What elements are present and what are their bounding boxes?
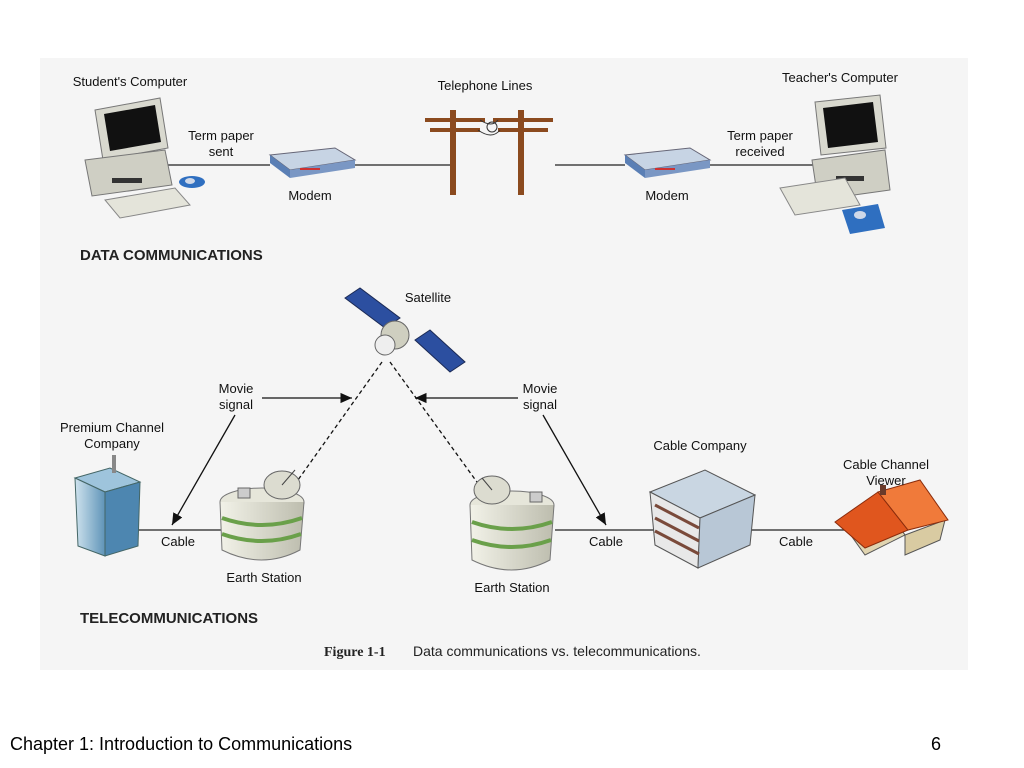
- satellite-label: Satellite: [405, 290, 451, 305]
- movie-signal-arrow-to-cable-middle: [542, 414, 607, 526]
- telecommunications-title: TELECOMMUNICATIONS: [80, 610, 258, 627]
- earth-station-left-icon: [219, 469, 305, 561]
- footer-chapter: Chapter 1: Introduction to Communication…: [10, 734, 353, 754]
- cable-viewer-line1: Cable Channel: [843, 457, 929, 472]
- cable-viewer-house-icon: [834, 479, 949, 556]
- student-computer-label: Student's Computer: [73, 74, 188, 89]
- modem-left-label: Modem: [288, 188, 331, 203]
- movie-signal-right-line2: signal: [523, 397, 557, 412]
- telephone-poles-icon: [425, 110, 553, 195]
- figure-caption: Data communications vs. telecommunicatio…: [413, 643, 701, 659]
- movie-signal-right-line1: Movie: [523, 381, 558, 396]
- satellite-icon: [344, 287, 466, 373]
- student-computer-icon: [84, 97, 205, 219]
- data-communications-title: DATA COMMUNICATIONS: [80, 247, 263, 264]
- premium-channel-line1: Premium Channel: [60, 420, 164, 435]
- modem-left-icon: [268, 147, 357, 178]
- teacher-computer-icon: [779, 94, 891, 234]
- uplink-left-dashed: [287, 361, 383, 495]
- cable-right-label: Cable: [779, 534, 813, 549]
- cable-company-label: Cable Company: [653, 438, 747, 453]
- modem-right-label: Modem: [645, 188, 688, 203]
- premium-channel-building-icon: [73, 455, 142, 557]
- cable-viewer-line2: Viewer: [866, 473, 906, 488]
- cable-middle-label: Cable: [589, 534, 623, 549]
- cable-company-building-icon: [648, 469, 757, 569]
- downlink-right-dashed: [389, 361, 491, 501]
- modem-right-icon: [623, 147, 712, 178]
- footer-page-number: 6: [931, 734, 942, 754]
- figure-label: Figure 1-1: [324, 645, 386, 660]
- telephone-lines-label: Telephone Lines: [438, 78, 533, 93]
- term-paper-sent-line2: sent: [209, 144, 234, 159]
- premium-channel-line2: Company: [84, 436, 140, 451]
- term-paper-sent-line1: Term paper: [188, 128, 254, 143]
- movie-signal-left-line1: Movie: [219, 381, 254, 396]
- movie-signal-arrow-to-cable-left: [171, 414, 236, 526]
- movie-signal-left-line2: signal: [219, 397, 253, 412]
- teacher-computer-label: Teacher's Computer: [782, 70, 899, 85]
- cable-left-label: Cable: [161, 534, 195, 549]
- earth-station-right-label: Earth Station: [474, 580, 549, 595]
- term-paper-received-line2: received: [735, 144, 784, 159]
- earth-station-left-label: Earth Station: [226, 570, 301, 585]
- earth-station-right-icon: [469, 475, 555, 571]
- term-paper-received-line1: Term paper: [727, 128, 793, 143]
